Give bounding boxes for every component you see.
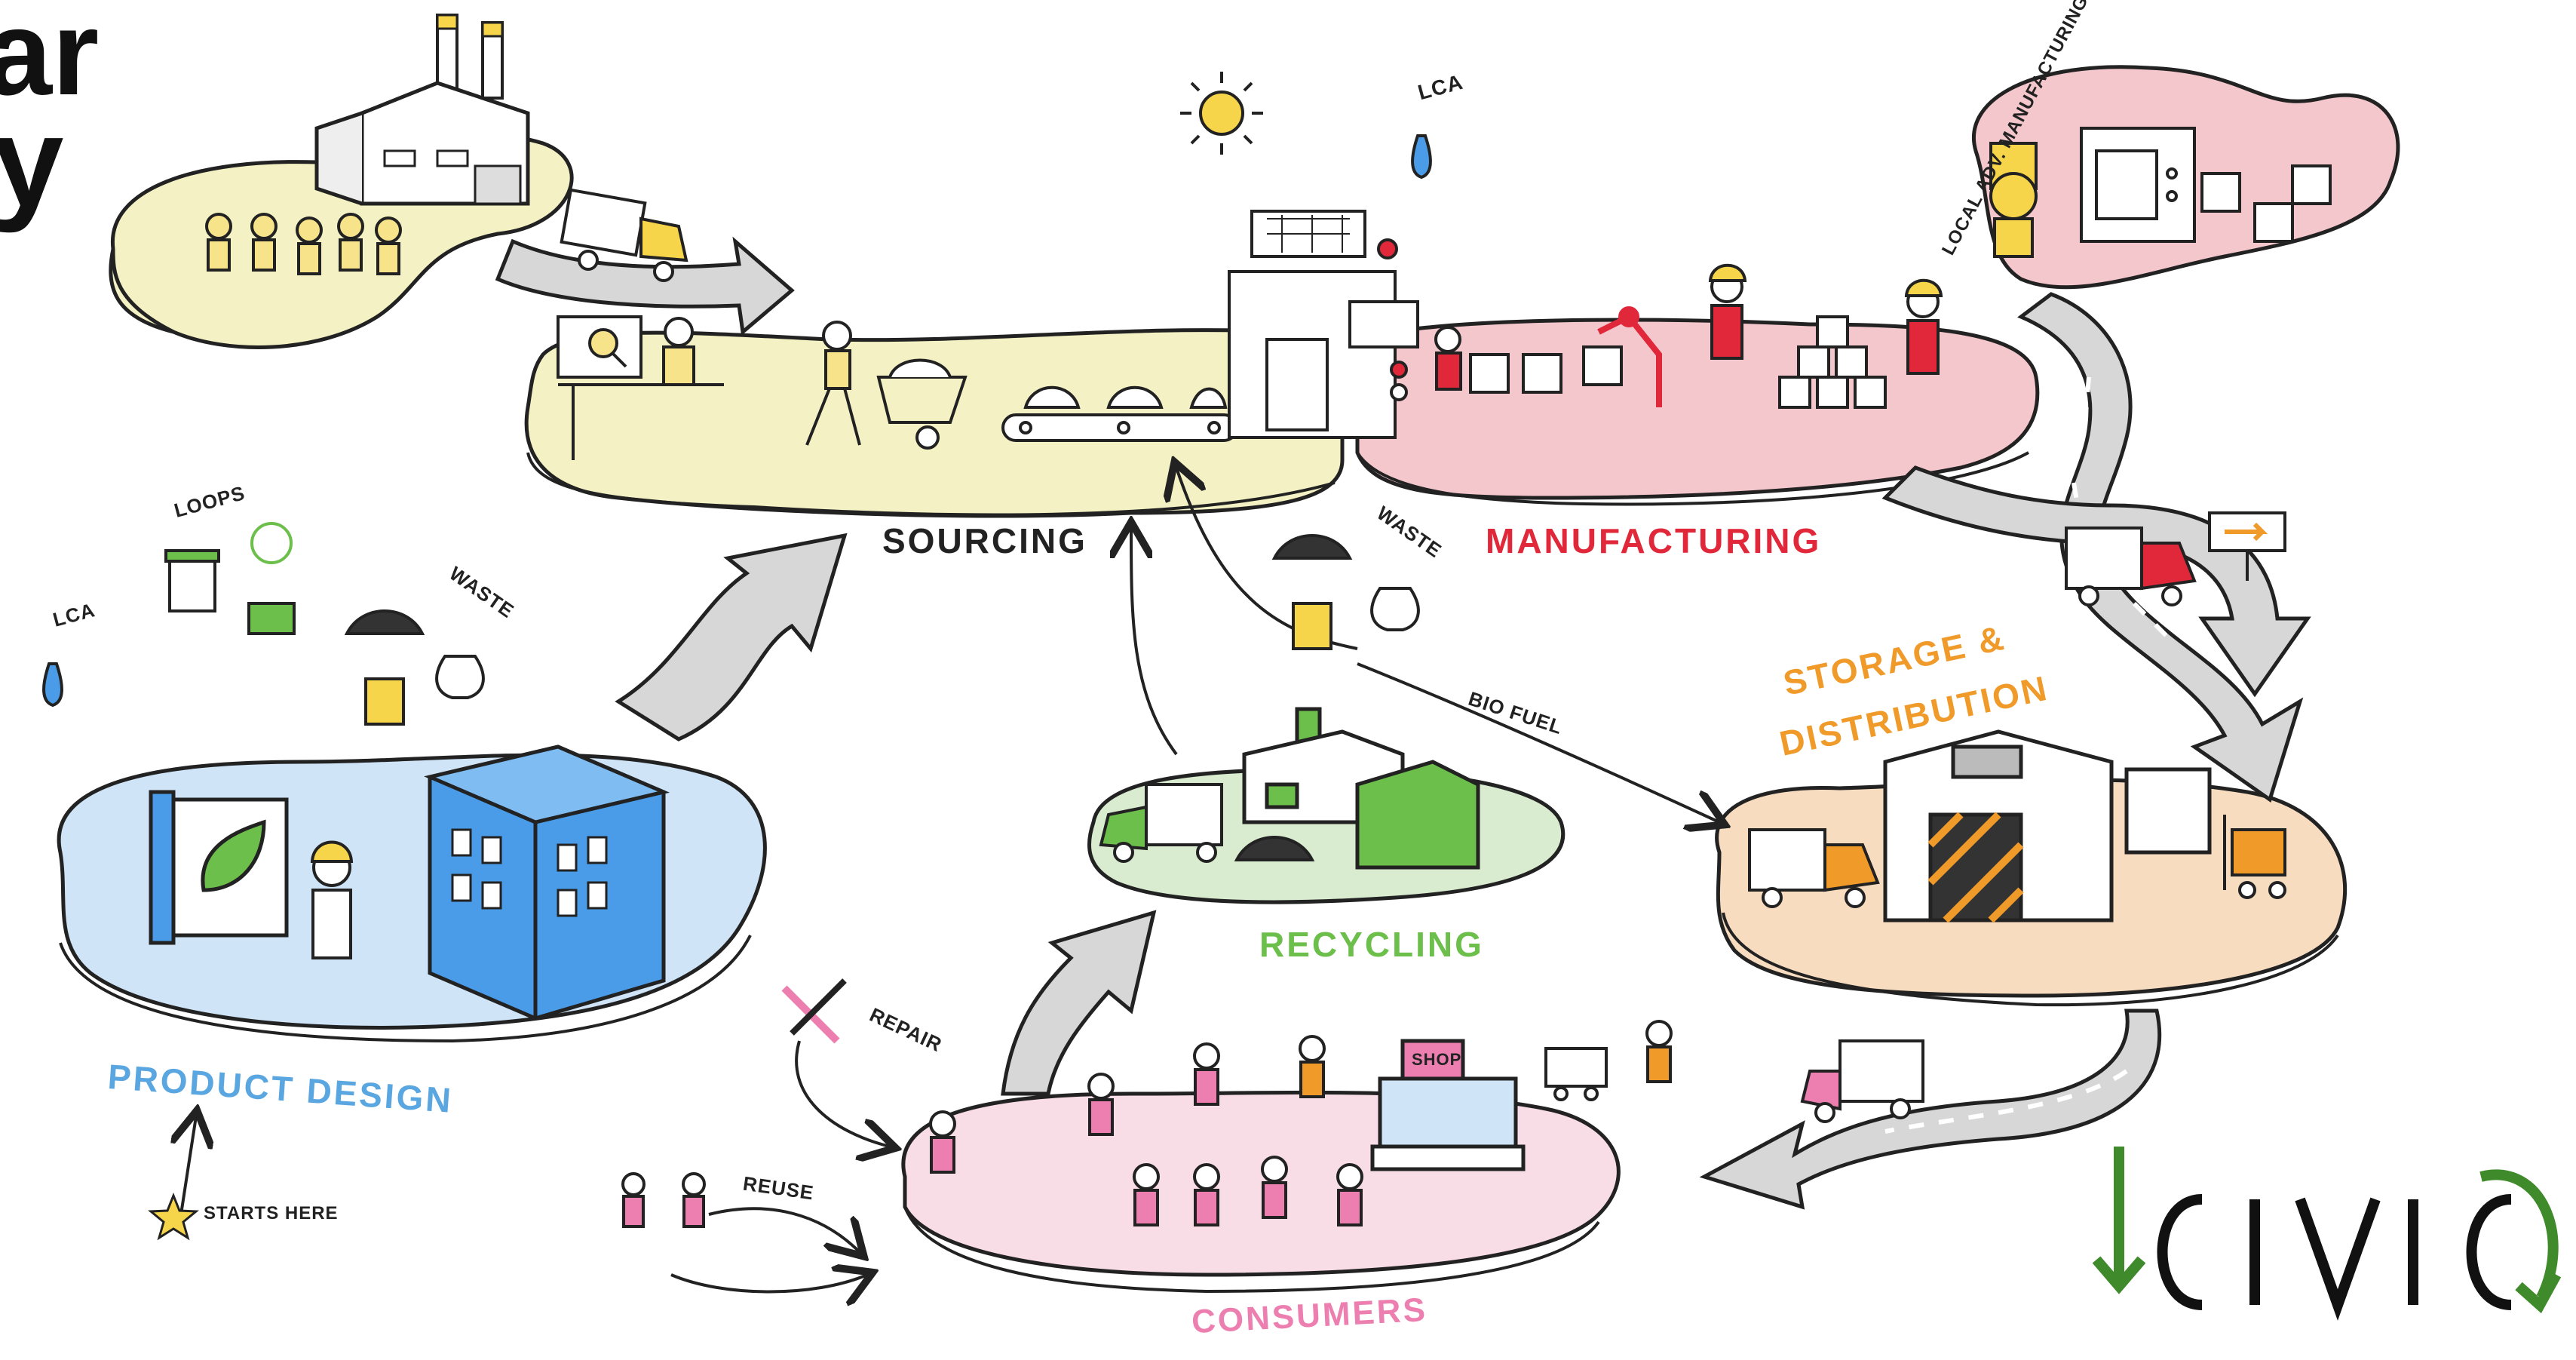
delivery-person-icon — [1544, 1020, 1673, 1101]
supply-truck-icon — [560, 188, 688, 282]
robot-icon — [1989, 142, 2038, 258]
delivery-truck-icon — [1748, 828, 1880, 908]
sourcing-desk-scene — [557, 315, 724, 460]
reuse-people-icon — [621, 1172, 706, 1228]
title-fragment-1: ar — [0, 0, 100, 120]
conveyor-belt — [1001, 385, 1238, 442]
leaf-blueprint-icon — [149, 790, 289, 945]
road-manufacturing-to-storage — [1881, 465, 2311, 698]
repair-tools-icon — [781, 978, 847, 1044]
waste-icons — [344, 534, 1420, 726]
recycling-plant-icon — [1242, 707, 1480, 870]
pink-truck-icon — [1800, 1039, 1924, 1123]
warehouse-icon — [1883, 729, 2212, 923]
3d-printer-icon — [2080, 127, 2332, 243]
star-icon — [148, 1192, 199, 1241]
designer-person-icon — [310, 840, 354, 959]
recycling-truck-icon — [1099, 783, 1315, 863]
recycle-bin-icon — [164, 522, 296, 635]
robot-arm-icon — [1597, 306, 1662, 407]
title-fragment-2: y — [0, 91, 64, 234]
processing-machine — [1228, 210, 1419, 439]
sun-icon — [1180, 72, 1263, 155]
annotation-starts-here: STARTS HERE — [204, 1203, 339, 1223]
label-recycling: RECYCLING — [1259, 925, 1484, 964]
road-truck-icon — [2065, 527, 2197, 606]
manufacturing-workers — [1434, 263, 1943, 391]
product-boxes — [1469, 315, 1887, 409]
worker-with-cart — [805, 321, 968, 450]
civic-logo — [2089, 1131, 2571, 1343]
annotation-shop: SHOP — [1412, 1050, 1462, 1069]
label-manufacturing: MANUFACTURING — [1486, 521, 1822, 560]
road-storage-to-consumers — [1699, 1008, 2162, 1210]
suppliers-people — [205, 213, 402, 275]
shop-stall-icon — [1370, 1039, 1526, 1171]
direction-sign-icon — [2208, 511, 2286, 581]
office-building-icon — [424, 744, 670, 1021]
flow-arrow-design-to-sourcing — [615, 533, 848, 741]
civic-logo-mark — [2092, 1147, 2562, 1321]
forklift-icon — [2223, 815, 2286, 899]
consumers-people — [929, 1035, 1363, 1226]
factory-icon — [314, 14, 530, 206]
label-sourcing: SOURCING — [882, 521, 1087, 560]
water-drop-icon — [42, 134, 1432, 708]
flow-arrow-consumers-to-recycling — [1001, 910, 1157, 1096]
